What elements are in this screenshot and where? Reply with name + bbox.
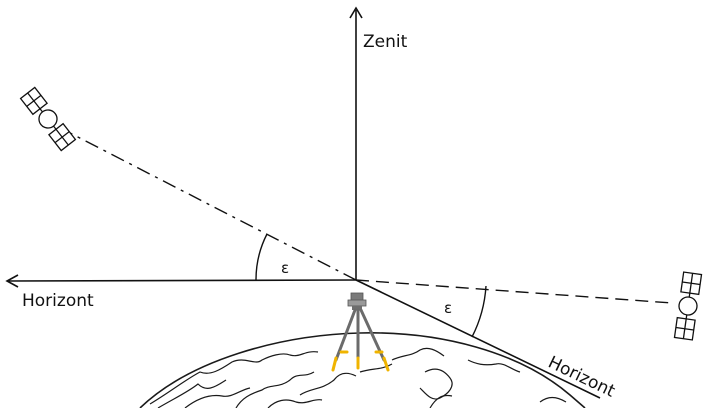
angle-label-left: ε [281, 259, 289, 277]
angle-arc-left [255, 233, 268, 281]
satellite-icon [673, 271, 703, 341]
continent-outlines [149, 347, 567, 408]
tilted-horizon-line [355, 279, 601, 399]
arrow-up-icon [349, 6, 363, 19]
sight-line-right [355, 279, 673, 304]
satellite-icon [19, 86, 77, 152]
angle-arc-right [471, 285, 487, 338]
arrow-left-icon [5, 274, 19, 288]
earth-globe [139, 332, 586, 408]
zenith-axis [349, 6, 363, 280]
left-horizon-label: Horizont [22, 291, 94, 311]
angle-label-right: ε [444, 299, 452, 317]
sight-line-left [69, 132, 357, 281]
zenith-label: Zenit [363, 32, 408, 52]
tripod-receiver-icon [331, 292, 390, 372]
left-horizon-line [5, 274, 357, 288]
